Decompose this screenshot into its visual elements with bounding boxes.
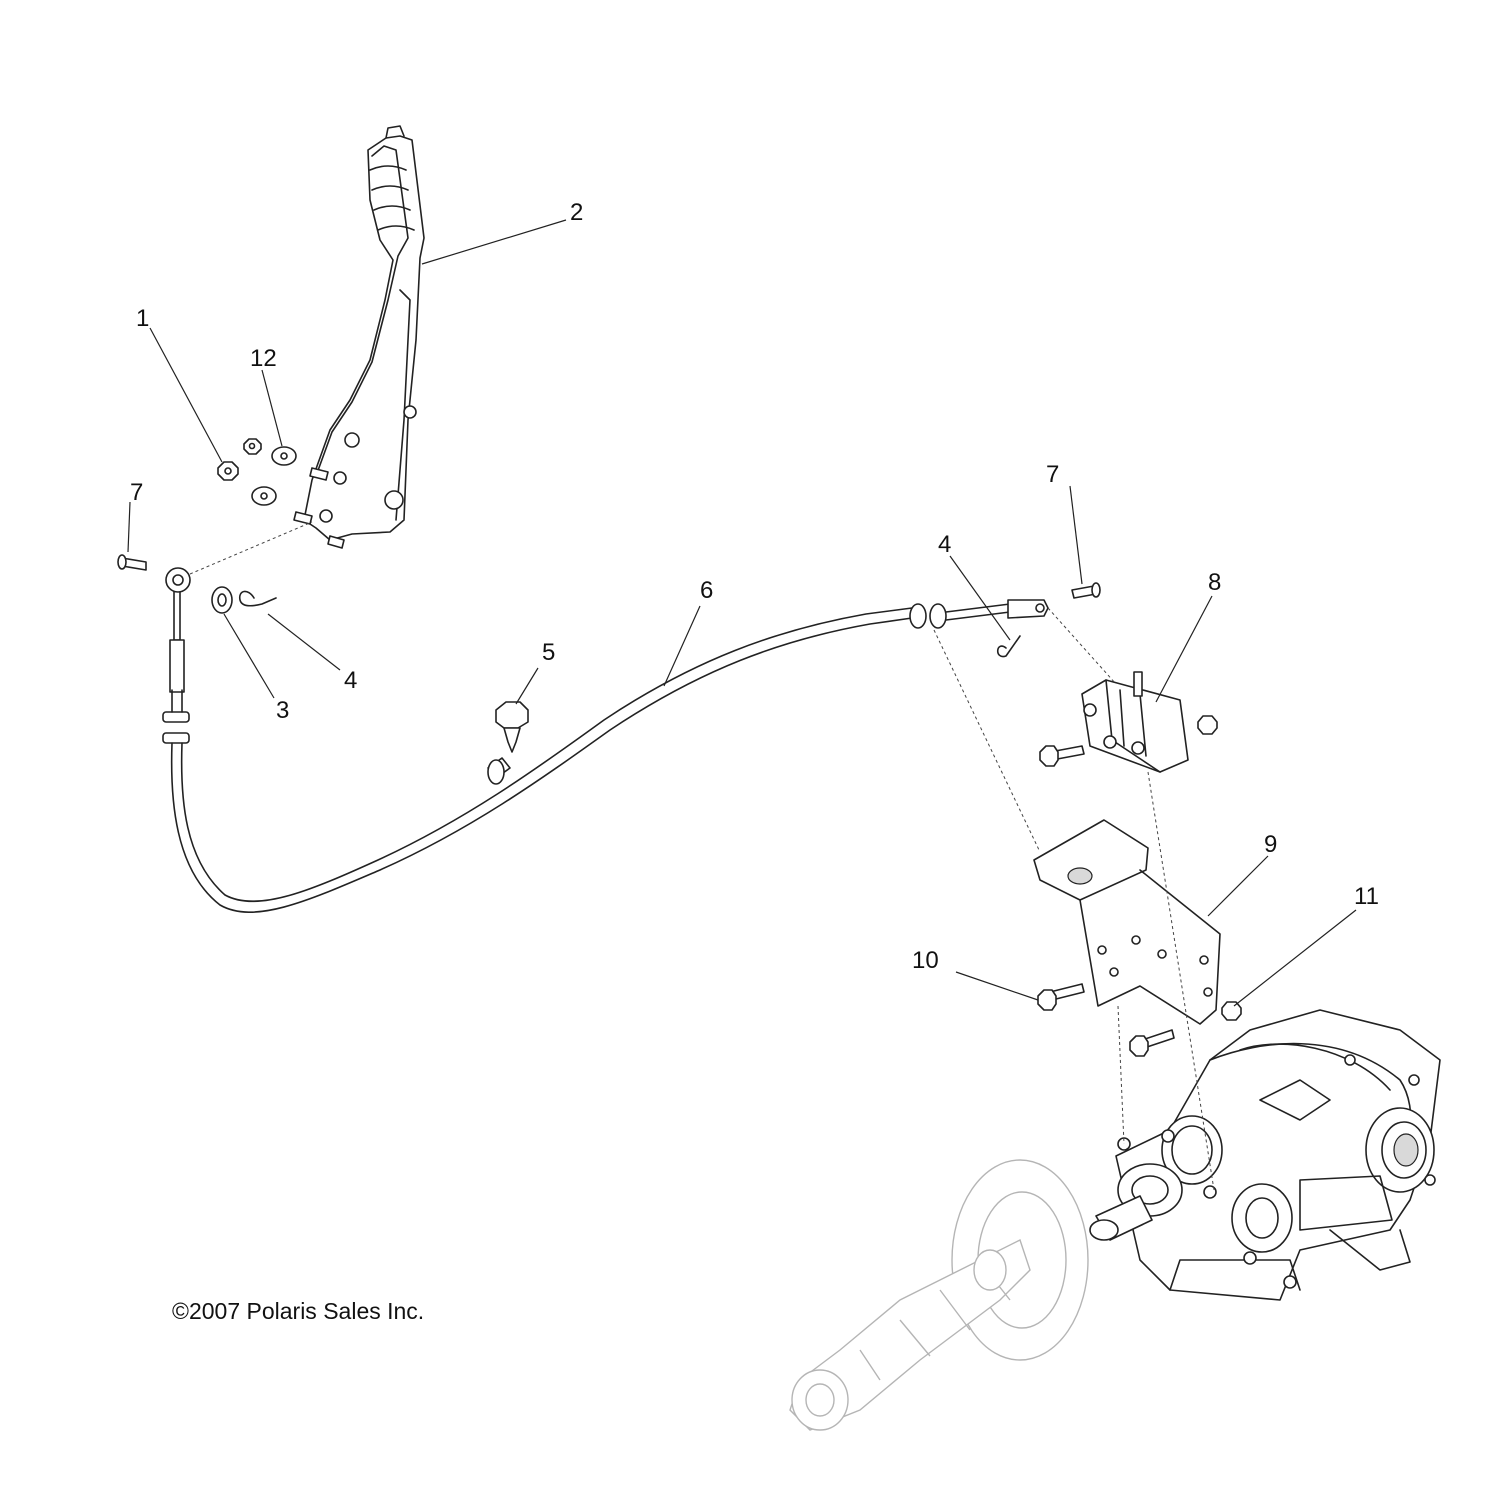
assembly-lines — [189, 521, 1215, 1191]
callout-12: 12 — [250, 345, 277, 372]
clevis-pin-left — [117, 554, 147, 571]
bolt-5 — [495, 701, 529, 753]
callout-8: 8 — [1208, 569, 1221, 596]
brake-cable — [162, 567, 1049, 913]
copyright-notice: ©2007 Polaris Sales Inc. — [172, 1298, 425, 1324]
callout-4-right: 4 — [938, 531, 951, 558]
callout-7-left: 7 — [130, 479, 143, 506]
callout-labels: 1 12 2 7 3 4 5 6 4 7 8 9 11 10 — [130, 199, 1379, 974]
brake-pedal — [293, 125, 425, 549]
right-end-hardware — [996, 582, 1101, 658]
callout-9: 9 — [1264, 831, 1277, 858]
brake-disc-driveshaft — [789, 1159, 1089, 1431]
washer-and-clip-left — [211, 586, 277, 614]
callout-11: 11 — [1354, 883, 1379, 910]
callout-2: 2 — [570, 199, 583, 226]
callout-5: 5 — [542, 639, 555, 666]
callout-1: 1 — [136, 305, 149, 332]
caliper-bracket — [1033, 819, 1221, 1025]
callout-4-left: 4 — [344, 667, 357, 694]
callout-3: 3 — [276, 697, 289, 724]
callout-10: 10 — [912, 947, 939, 974]
bracket-hardware — [1037, 983, 1242, 1057]
brake-caliper — [1039, 671, 1218, 773]
gearcase — [1089, 1009, 1441, 1301]
pedal-hardware — [217, 438, 297, 506]
callout-6: 6 — [700, 577, 713, 604]
callout-7-right: 7 — [1046, 461, 1059, 488]
leader-lines — [127, 219, 1357, 1007]
